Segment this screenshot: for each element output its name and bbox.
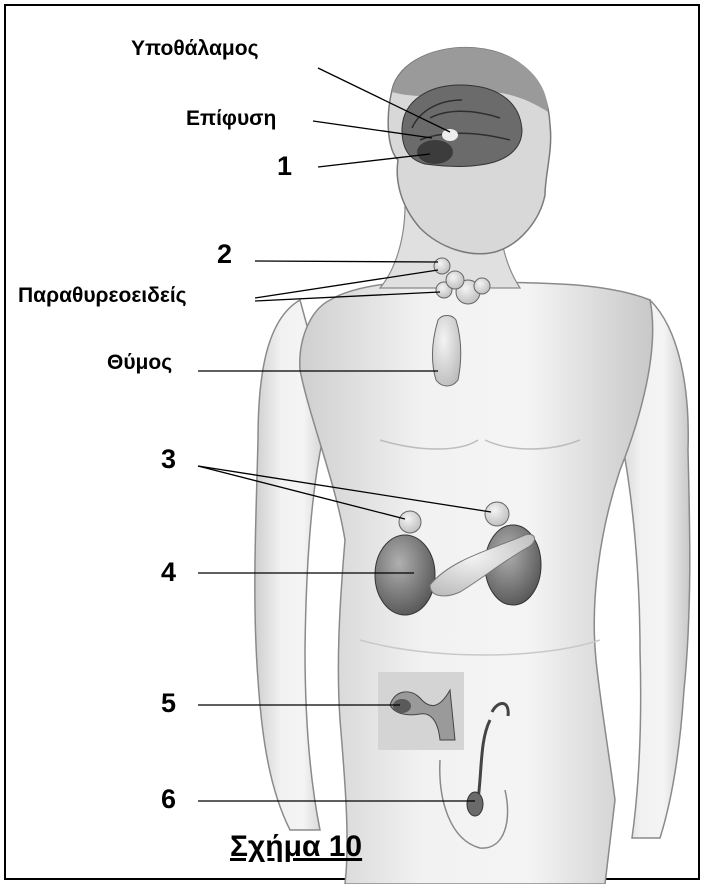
label-number-6: 6	[161, 786, 176, 813]
label-number-1: 1	[277, 153, 292, 180]
figure-caption: Σχήμα 10	[230, 832, 362, 862]
label-thymus: Θύμος	[107, 352, 172, 373]
label-number-2: 2	[217, 241, 232, 268]
thymus-gland	[432, 316, 460, 387]
label-parathyroids: Παραθυρεοειδείς	[18, 285, 187, 306]
label-number-4: 4	[161, 559, 176, 586]
label-hypothalamus: Υποθάλαμος	[131, 38, 259, 59]
label-number-3: 3	[161, 446, 176, 473]
body-silhouette	[255, 48, 690, 884]
label-number-5: 5	[161, 690, 176, 717]
label-pineal-gland: Επίφυση	[186, 108, 276, 129]
ovary-inset	[378, 672, 464, 750]
